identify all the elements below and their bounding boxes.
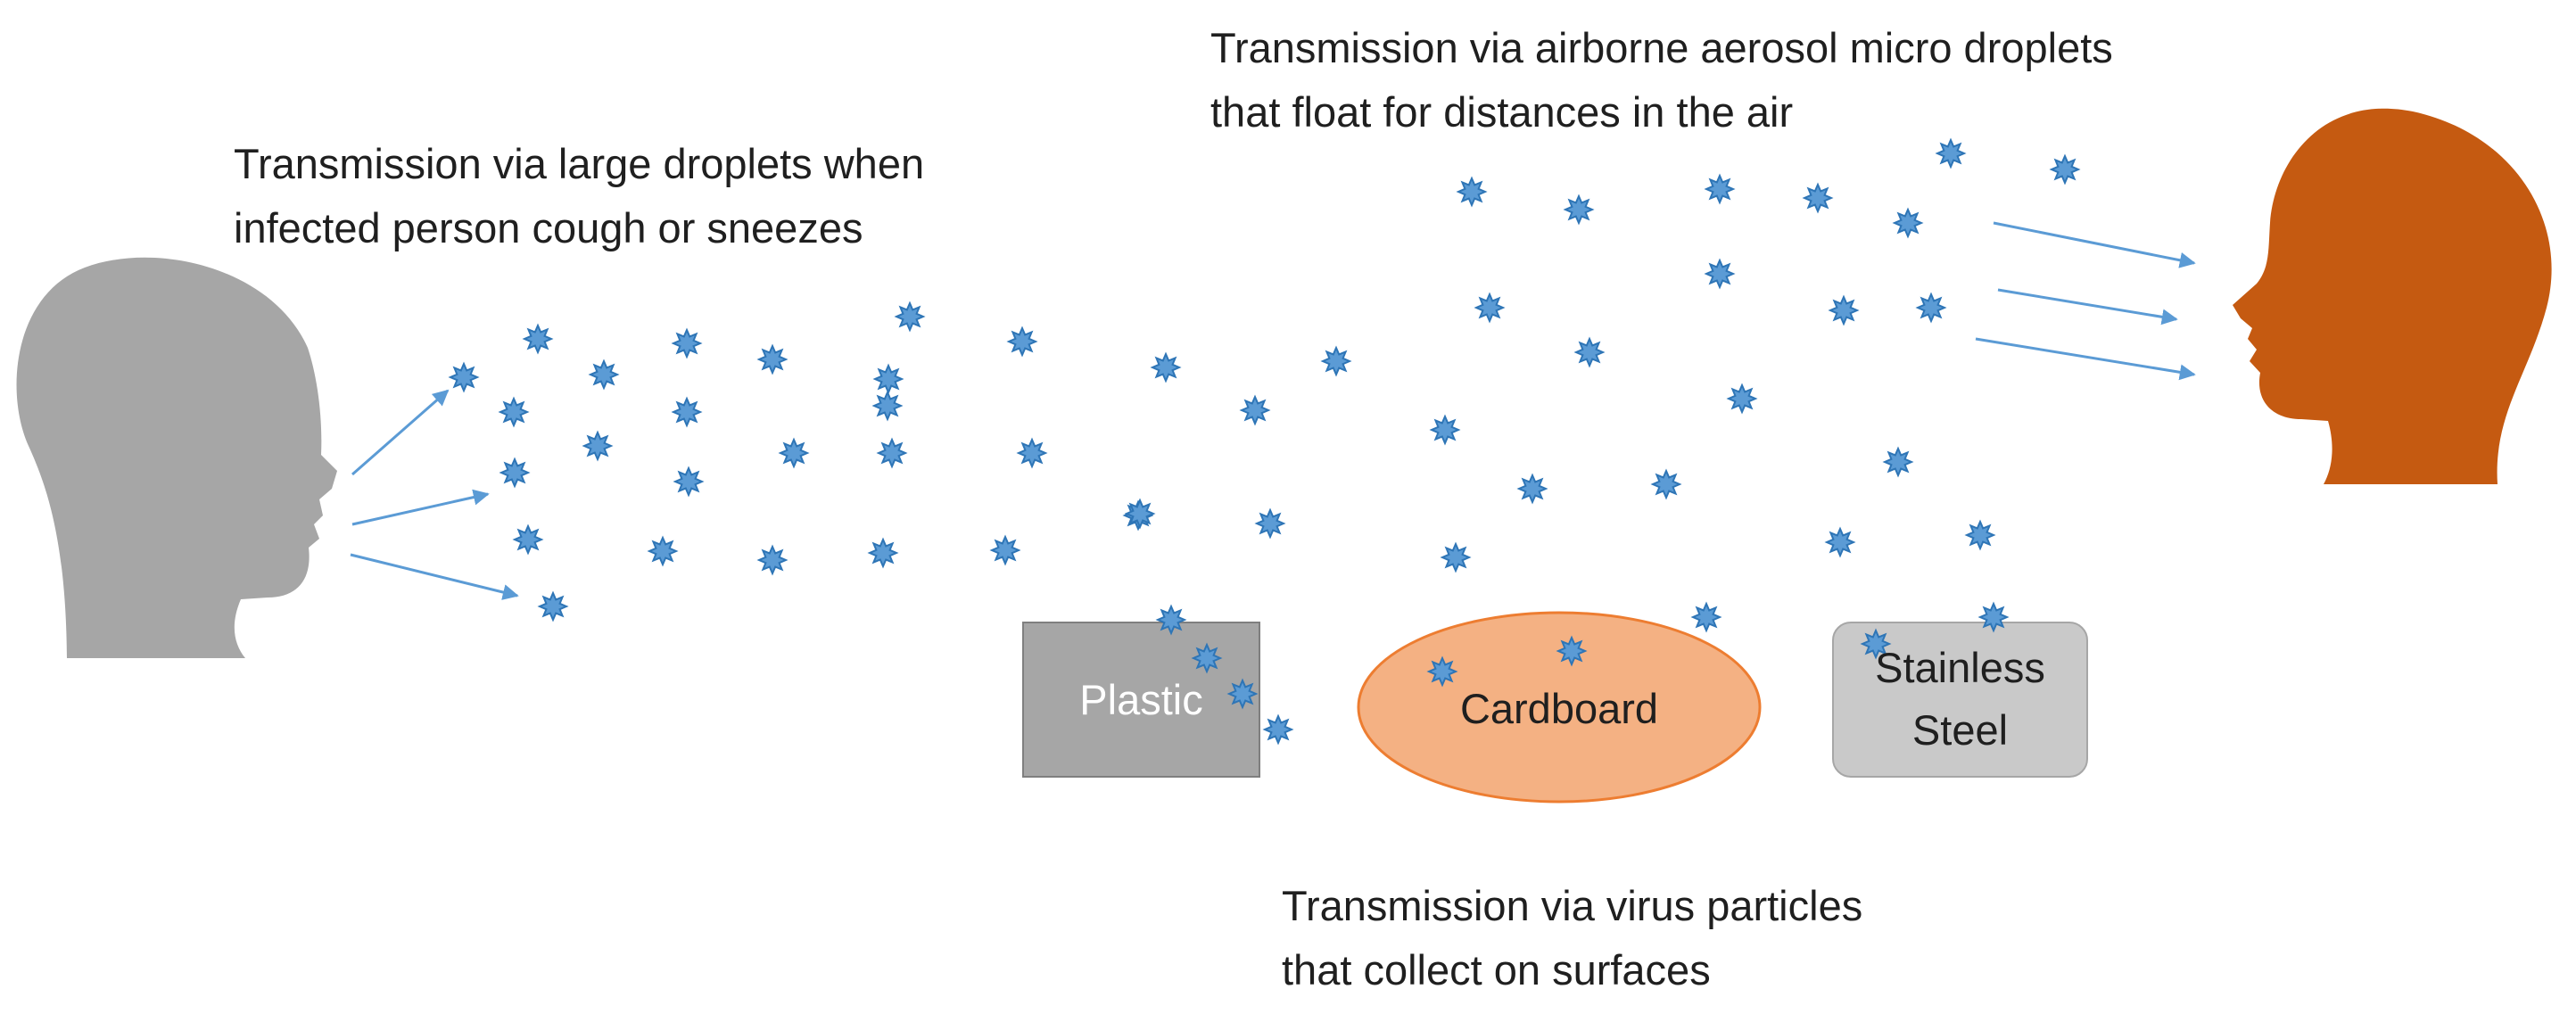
stainless-steel-surface bbox=[1832, 622, 2088, 778]
virus-droplet-icon bbox=[872, 363, 904, 395]
virus-droplet-icon bbox=[1239, 394, 1271, 426]
virus-droplet-icon bbox=[498, 396, 530, 428]
virus-droplet-icon bbox=[1426, 655, 1458, 688]
exposed-person-icon bbox=[2233, 108, 2552, 484]
caption-line: infected person cough or sneezes bbox=[234, 204, 863, 251]
caption-line: that float for distances in the air bbox=[1210, 88, 1794, 136]
virus-droplet-icon bbox=[1456, 176, 1488, 208]
infected-person-icon bbox=[16, 257, 338, 658]
caption-line: that collect on surfaces bbox=[1282, 946, 1711, 993]
virus-droplet-icon bbox=[2049, 153, 2081, 185]
virus-droplet-icon bbox=[499, 457, 531, 489]
cough-arrow-lower bbox=[350, 553, 519, 600]
virus-droplet-icon bbox=[1573, 336, 1606, 368]
virus-droplet-icon bbox=[1802, 182, 1834, 214]
virus-droplet-icon bbox=[673, 466, 705, 498]
virus-droplet-icon bbox=[1124, 498, 1156, 530]
inhale-arrow-lower bbox=[1975, 337, 2196, 381]
stainless-steel-label: Stainless Steel bbox=[1833, 637, 2087, 762]
virus-droplet-icon bbox=[1226, 678, 1259, 710]
virus-droplet-icon bbox=[1320, 345, 1352, 377]
virus-droplet-icon bbox=[1726, 383, 1758, 415]
virus-droplet-icon bbox=[1882, 446, 1914, 478]
steel-label-line: Steel bbox=[1911, 706, 2009, 754]
virus-droplet-icon bbox=[989, 534, 1021, 566]
virus-droplet-icon bbox=[1006, 326, 1038, 358]
virus-droplet-icon bbox=[756, 343, 788, 375]
virus-droplet-icon bbox=[1563, 194, 1595, 226]
virus-droplet-icon bbox=[671, 327, 703, 359]
virus-droplet-icon bbox=[871, 390, 904, 422]
virus-droplet-icon bbox=[537, 590, 569, 622]
virus-droplet-icon bbox=[1650, 468, 1682, 500]
cardboard-surface bbox=[1357, 611, 1762, 804]
inhalation-arrows bbox=[1975, 221, 2196, 381]
virus-droplet-icon bbox=[1254, 507, 1286, 540]
virus-droplet-icon bbox=[1556, 635, 1588, 667]
virus-droplet-icon bbox=[448, 361, 480, 393]
caption-large-droplets: Transmission via large droplets when inf… bbox=[234, 132, 924, 260]
virus-droplet-icon bbox=[1935, 137, 1967, 169]
virus-droplet-icon bbox=[1440, 541, 1472, 573]
virus-droplet-icon bbox=[1964, 519, 1996, 551]
virus-droplet-icon bbox=[894, 301, 926, 333]
caption-surfaces: Transmission via virus particles that co… bbox=[1282, 874, 1862, 1002]
plastic-label: Plastic bbox=[1079, 676, 1203, 723]
virus-droplet-icon bbox=[1892, 207, 1924, 239]
virus-droplet-icon bbox=[756, 544, 788, 576]
caption-line: Transmission via airborne aerosol micro … bbox=[1210, 24, 2113, 71]
virus-droplet-icon bbox=[1150, 351, 1182, 383]
virus-droplet-icon bbox=[876, 437, 908, 469]
caption-line: Transmission via large droplets when bbox=[234, 140, 925, 187]
cough-arrow-middle bbox=[351, 489, 490, 526]
steel-label-line: Stainless bbox=[1875, 644, 2045, 691]
virus-droplet-icon bbox=[867, 537, 899, 569]
virus-droplet-icon bbox=[512, 523, 544, 556]
virus-droplet-icon bbox=[1915, 292, 1947, 324]
virus-droplet-icon bbox=[1704, 173, 1736, 205]
virus-droplet-icon bbox=[1429, 414, 1461, 446]
virus-droplet-icon bbox=[778, 437, 810, 469]
virus-droplet-icon bbox=[588, 359, 620, 391]
virus-droplet-icon bbox=[1824, 526, 1856, 558]
virus-droplet-icon bbox=[1474, 292, 1506, 324]
caption-aerosol: Transmission via airborne aerosol micro … bbox=[1210, 16, 2113, 144]
virus-droplet-icon bbox=[1191, 642, 1223, 674]
virus-droplet-icon bbox=[1690, 601, 1722, 633]
inhale-arrow-upper bbox=[1993, 221, 2196, 268]
virus-droplet-icon bbox=[1860, 628, 1892, 660]
cough-arrow-upper bbox=[351, 389, 450, 476]
virus-droplet-icon bbox=[1262, 713, 1294, 746]
plastic-surface bbox=[1022, 622, 1260, 778]
virus-droplet-icon bbox=[522, 323, 554, 355]
cardboard-label: Cardboard bbox=[1459, 685, 1659, 732]
virus-droplet-icon bbox=[647, 535, 679, 567]
cough-arrows bbox=[350, 389, 519, 600]
virus-droplet-icon bbox=[1828, 294, 1860, 326]
virus-droplet-icon bbox=[1155, 604, 1187, 636]
virus-droplet-icon bbox=[1516, 473, 1548, 505]
virus-droplet-icon bbox=[1704, 258, 1736, 290]
droplet-field bbox=[448, 137, 2081, 746]
virus-droplet-icon bbox=[1016, 437, 1048, 469]
caption-line: Transmission via virus particles bbox=[1282, 882, 1863, 929]
inhale-arrow-middle bbox=[1997, 288, 2178, 326]
virus-droplet-icon bbox=[582, 430, 614, 462]
virus-droplet-icon bbox=[671, 396, 703, 428]
virus-droplet-icon bbox=[1977, 601, 2010, 633]
